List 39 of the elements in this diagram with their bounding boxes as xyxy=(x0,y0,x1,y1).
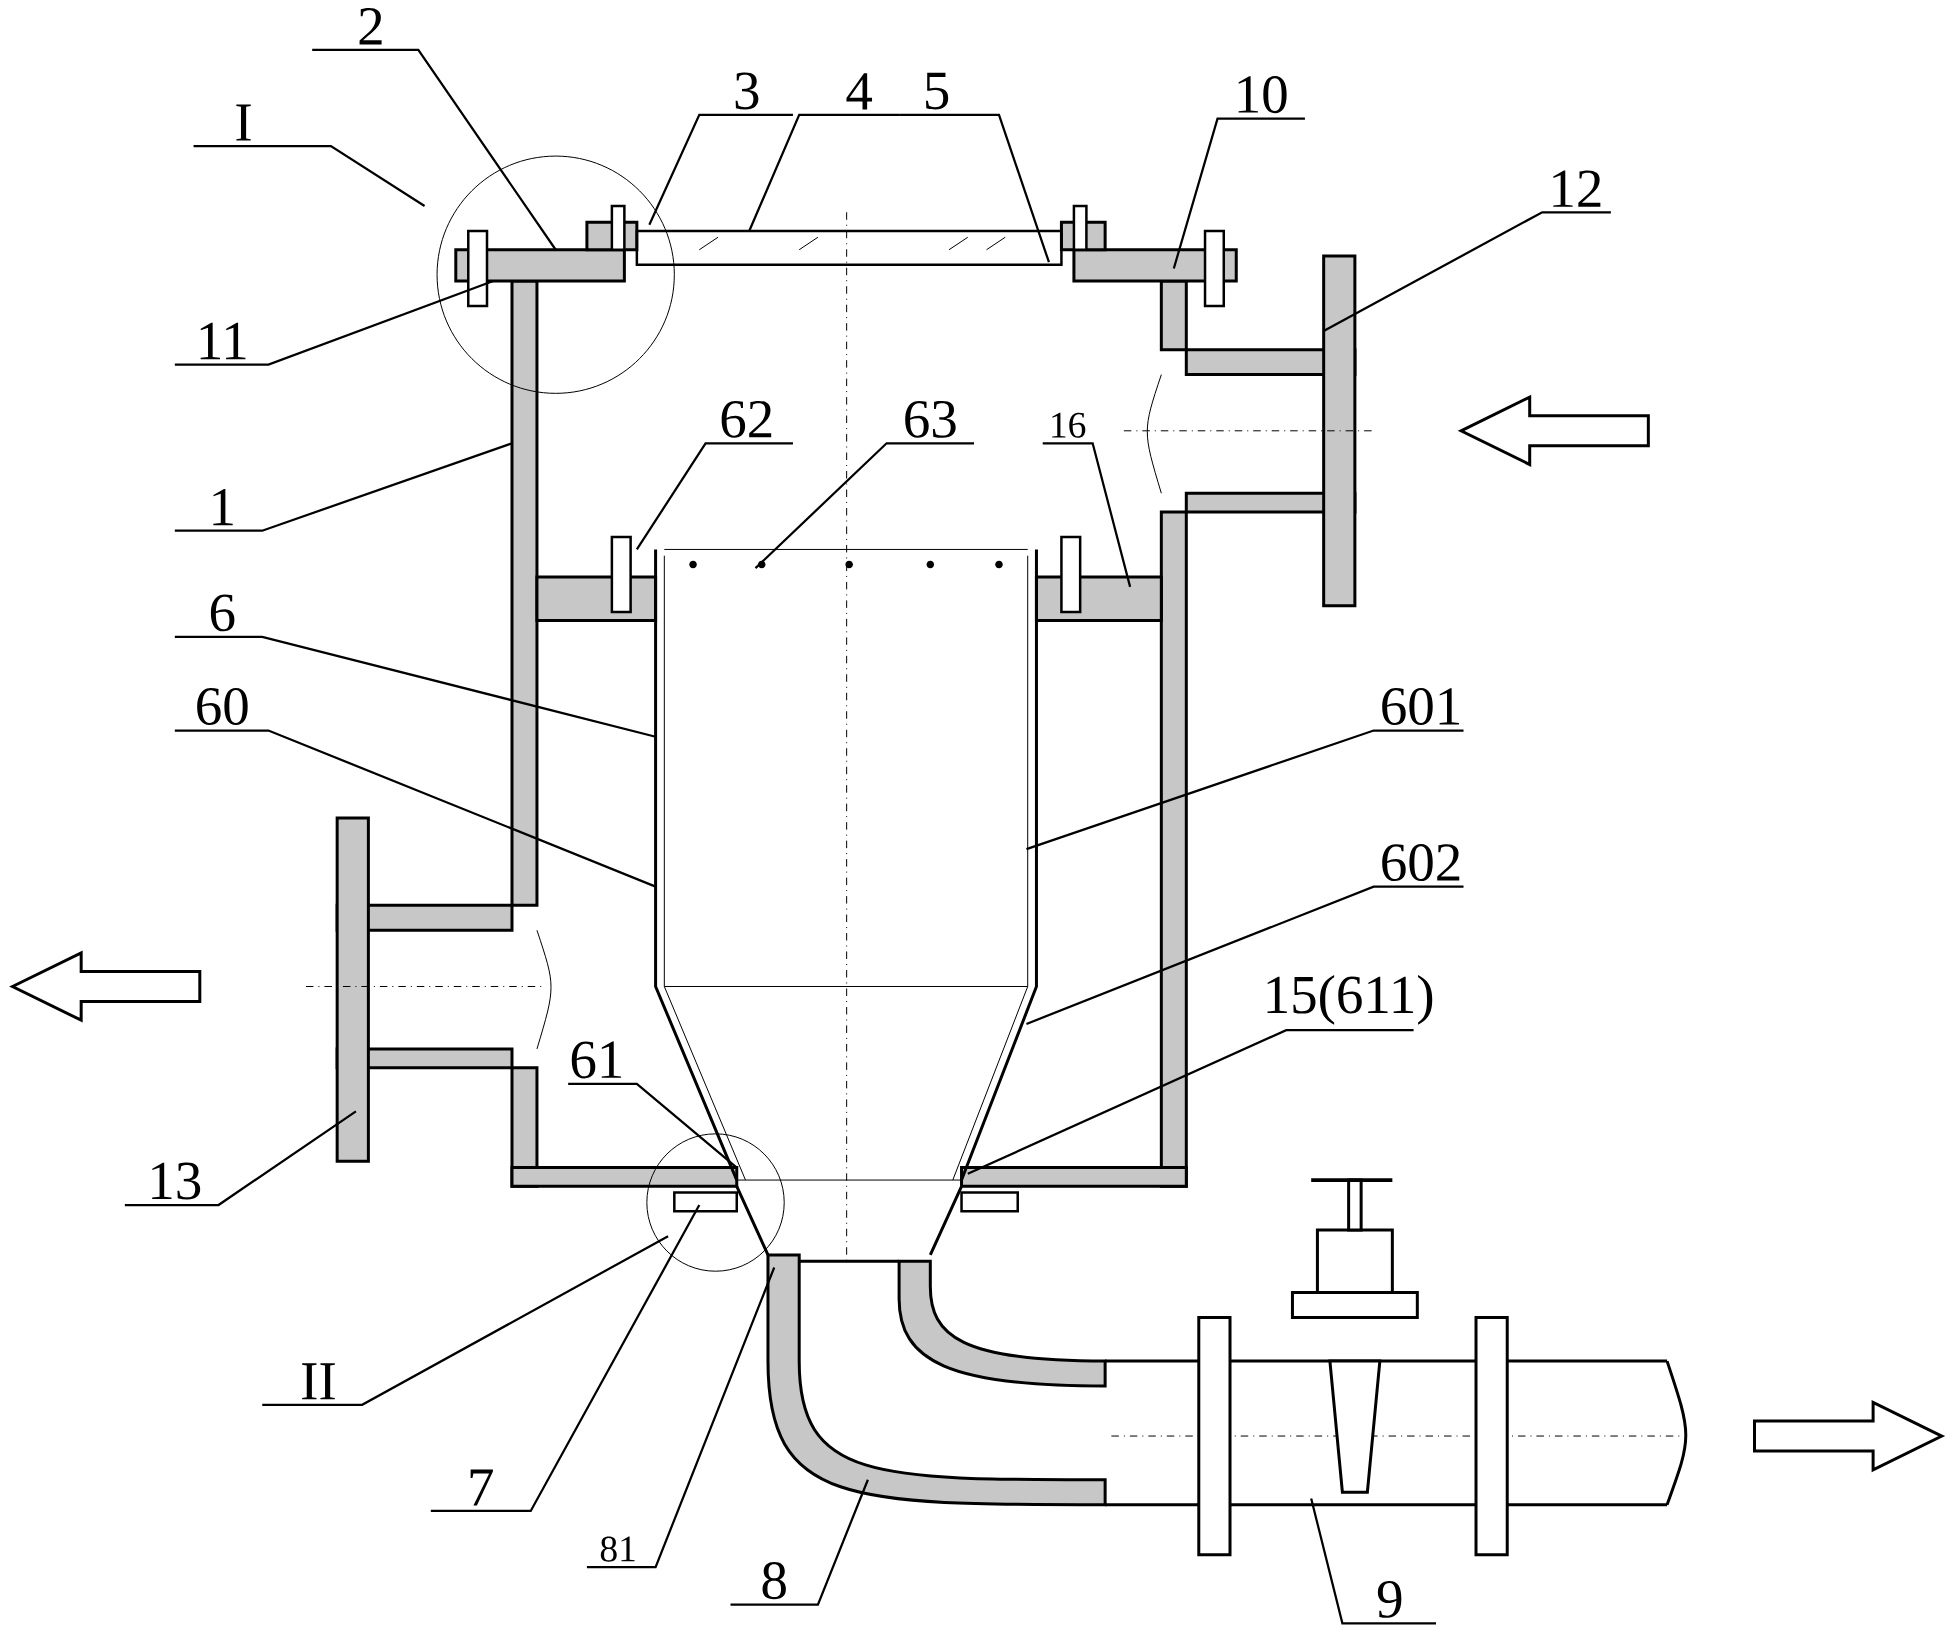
leader-line xyxy=(1323,211,1611,332)
leader-line xyxy=(967,1028,1414,1175)
leader-line xyxy=(262,1235,669,1406)
callout-number: 11 xyxy=(200,322,246,359)
leader-line xyxy=(1172,117,1305,269)
leader-line xyxy=(648,113,793,226)
leader-line xyxy=(174,729,656,888)
leader-line xyxy=(430,1204,701,1512)
leader-line xyxy=(1310,1498,1437,1625)
leader-line xyxy=(730,1479,869,1606)
leader-line xyxy=(174,279,494,366)
callout-number: 1 xyxy=(213,488,233,526)
leader-line xyxy=(174,635,656,738)
leader-line xyxy=(748,113,900,232)
leader-line xyxy=(586,1266,776,1569)
leader-line xyxy=(568,1082,738,1169)
callout-number: 2 xyxy=(359,7,382,45)
callout-number: 81 xyxy=(600,1536,635,1562)
leader-line xyxy=(1026,729,1464,851)
callout-number: 60 xyxy=(197,687,248,725)
leader-line xyxy=(124,1110,357,1206)
leader-line xyxy=(312,48,557,251)
callout-number: 6 xyxy=(210,594,235,632)
leader-line xyxy=(635,442,793,550)
callout-number: 10 xyxy=(1238,75,1287,113)
callout-number: 4 xyxy=(846,73,873,110)
leader-line xyxy=(754,442,974,569)
callout-number: 13 xyxy=(152,1162,201,1200)
callout-number: II xyxy=(302,1363,335,1400)
leader-line xyxy=(1042,442,1132,588)
callout-number: 9 xyxy=(1377,1580,1402,1618)
leader-line xyxy=(193,144,426,207)
callout-number: 5 xyxy=(926,72,949,110)
leader-line xyxy=(174,442,513,532)
leader-line xyxy=(899,113,1050,263)
leader-line xyxy=(1026,885,1464,1025)
callout-number: I xyxy=(236,104,251,141)
callout-number: 3 xyxy=(735,72,759,110)
callout-number: 8 xyxy=(762,1561,786,1599)
